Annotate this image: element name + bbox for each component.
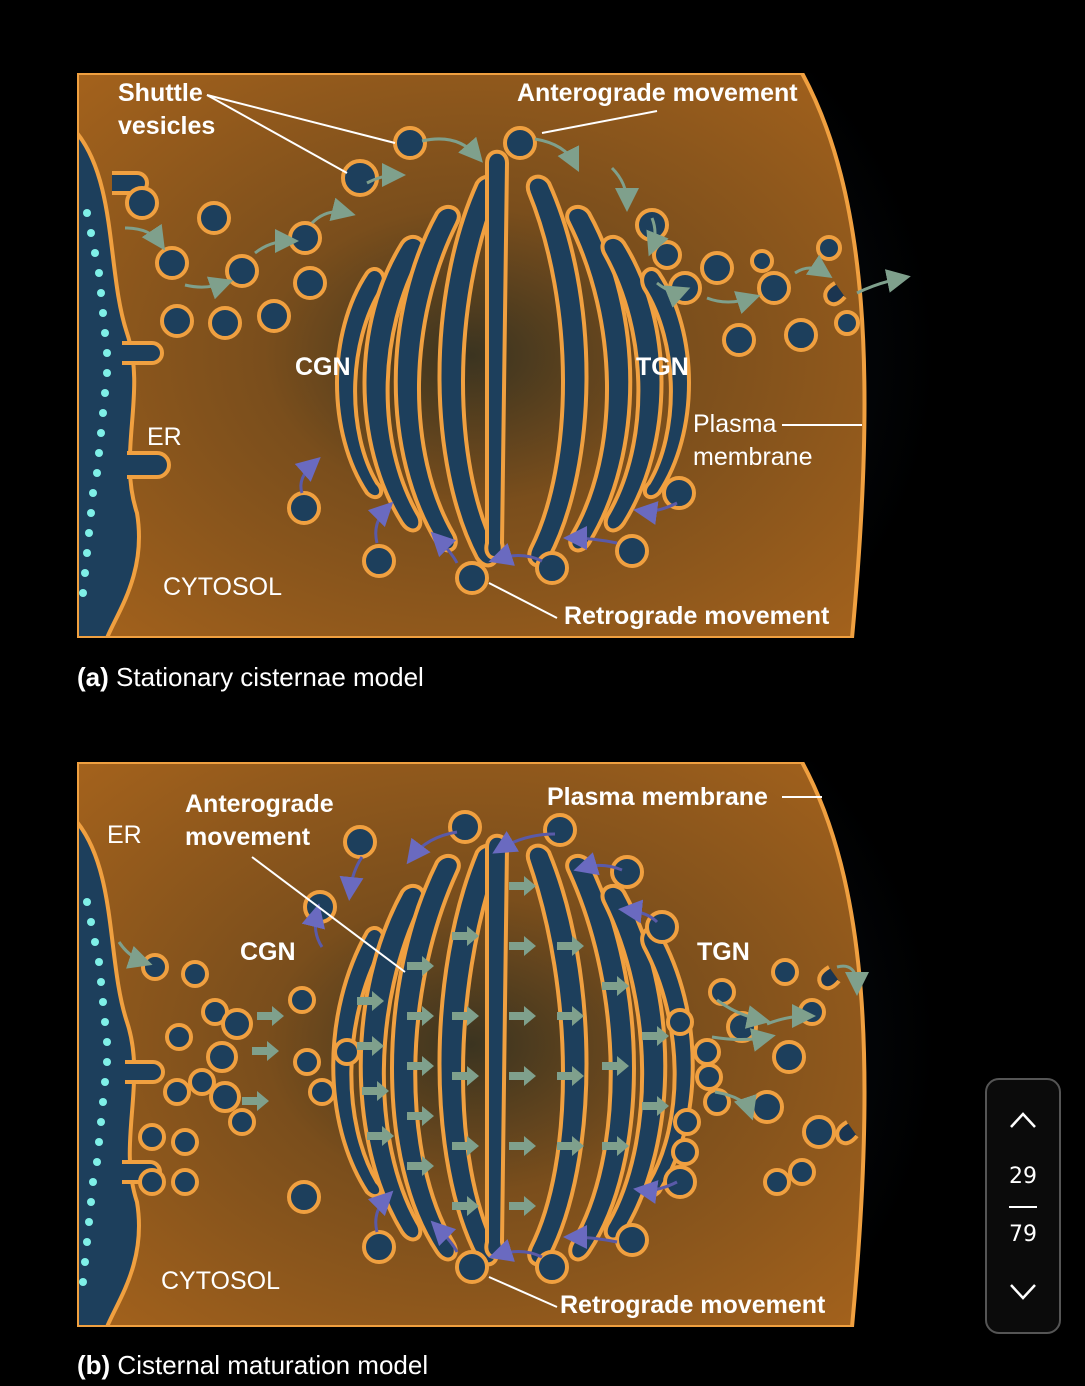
retrograde-arrows-a	[294, 457, 678, 566]
tgn-label-b: TGN	[697, 938, 750, 966]
retrograde-movement-label-b: Retrograde movement	[560, 1291, 826, 1319]
anterograde-movement-label: Anterograde movement	[517, 79, 798, 107]
plasma-membrane-label-b: Plasma membrane	[547, 783, 768, 811]
caption-b: (b) Cisternal maturation model	[77, 1350, 429, 1380]
anterograde-arrows-a	[124, 136, 911, 314]
cytosol-label-b: CYTOSOL	[161, 1267, 281, 1295]
anterograde-arrows-b	[242, 876, 669, 1216]
leader-lines-a	[206, 94, 862, 619]
tgn-label: TGN	[636, 353, 689, 381]
chevron-down-icon	[1010, 1284, 1036, 1300]
chevron-up-icon	[1010, 1112, 1036, 1128]
shuttle-vesicles-label: Shuttle vesicles	[118, 79, 216, 140]
golgi-stack-a	[335, 149, 691, 568]
anterograde-movement-label-b: Anterograde movement	[185, 790, 334, 851]
er-membrane	[77, 129, 171, 638]
next-page-button[interactable]	[987, 1262, 1059, 1322]
cisternal-maturation-diagram: Anterograde movement ER Plasma membrane …	[77, 762, 937, 1327]
anterograde-curves-b	[117, 941, 869, 1121]
er-label-b: ER	[107, 821, 142, 849]
diagram-b-graphic	[77, 762, 937, 1327]
diagram-a-graphic	[77, 73, 937, 638]
retrograde-movement-label: Retrograde movement	[564, 602, 830, 630]
plasma-membrane-label: Plasma membrane	[693, 410, 813, 471]
er-label: ER	[147, 423, 182, 451]
stationary-cisternae-diagram: Shuttle vesicles Anterograde movement CG…	[77, 73, 937, 638]
cytosol-label: CYTOSOL	[163, 573, 283, 601]
page-separator	[1009, 1206, 1037, 1208]
cgn-label-b: CGN	[240, 938, 296, 966]
previous-page-button[interactable]	[987, 1090, 1059, 1150]
vesicles-b	[138, 810, 836, 1284]
leader-lines-b	[251, 796, 822, 1308]
cgn-label: CGN	[295, 353, 351, 381]
total-pages-number: 79	[1009, 1222, 1037, 1247]
retrograde-arrows-b	[301, 830, 678, 1262]
caption-a: (a) Stationary cisternae model	[77, 662, 424, 692]
page-navigator: 29 79	[985, 1078, 1061, 1334]
current-page-number: 29	[1009, 1164, 1037, 1189]
